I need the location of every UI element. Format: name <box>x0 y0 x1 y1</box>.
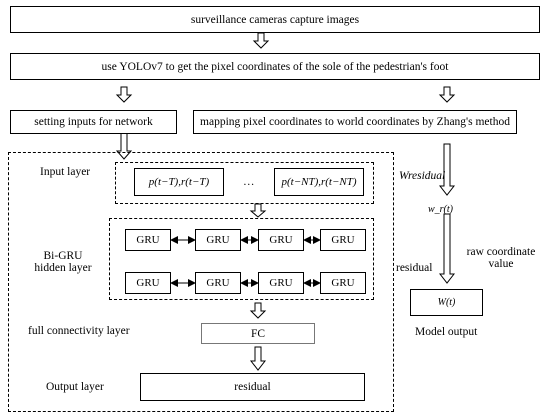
gru-cell: GRU <box>195 272 241 294</box>
gru-cell: GRU <box>258 272 304 294</box>
arrow-yolo-to-inputs <box>115 86 133 103</box>
bigru-container <box>109 218 374 300</box>
arrow-yolo-to-mapping <box>438 86 456 103</box>
raw-label-line1: raw coordinate <box>466 246 536 258</box>
gru-cell: GRU <box>320 272 366 294</box>
fc-layer-label: full connectivity layer <box>28 325 130 337</box>
gru-cell: GRU <box>125 272 171 294</box>
bigru-label-line2: hidden layer <box>34 262 92 274</box>
input-layer-label: Input layer <box>40 166 91 178</box>
raw-label-line2: value <box>488 258 514 270</box>
arrow-input-to-gru <box>249 203 267 218</box>
arrow-gru-to-fc <box>249 302 267 319</box>
mapping-box: mapping pixel coordinates to world coord… <box>193 110 517 134</box>
gru-cell: GRU <box>195 229 241 251</box>
capture-box: surveillance cameras capture images <box>10 6 540 33</box>
arrow-fc-to-output <box>249 346 267 371</box>
raw-coordinate-label: raw coordinate value <box>460 246 542 270</box>
bigru-label: Bi-GRU hidden layer <box>28 250 98 274</box>
network-container <box>8 152 394 412</box>
bigru-label-line1: Bi-GRU <box>43 250 83 262</box>
input-ellipsis: … <box>243 176 255 188</box>
inputs-box: setting inputs for network <box>10 110 177 134</box>
input-last-box: p(t−NT),r(t−NT) <box>274 168 364 196</box>
wresidual-label: Wresidual <box>399 170 446 182</box>
residual-label: residual <box>396 262 433 274</box>
input-layer-container <box>115 162 374 204</box>
output-layer-label: Output layer <box>46 381 104 393</box>
yolo-box: use YOLOv7 to get the pixel coordinates … <box>10 53 540 80</box>
arrow-capture-to-yolo <box>252 32 270 49</box>
model-output-label: Model output <box>415 326 478 338</box>
gru-cell: GRU <box>258 229 304 251</box>
w-r-label: w_r(t) <box>428 204 453 215</box>
w-box: W(t) <box>410 289 483 316</box>
gru-cell: GRU <box>125 229 171 251</box>
input-first-box: p(t−T),r(t−T) <box>134 168 224 196</box>
arrow-mapping-down <box>438 143 456 196</box>
arrow-w-to-model-output <box>438 213 456 284</box>
output-box: residual <box>140 373 365 401</box>
gru-cell: GRU <box>320 229 366 251</box>
fc-box: FC <box>201 323 315 344</box>
